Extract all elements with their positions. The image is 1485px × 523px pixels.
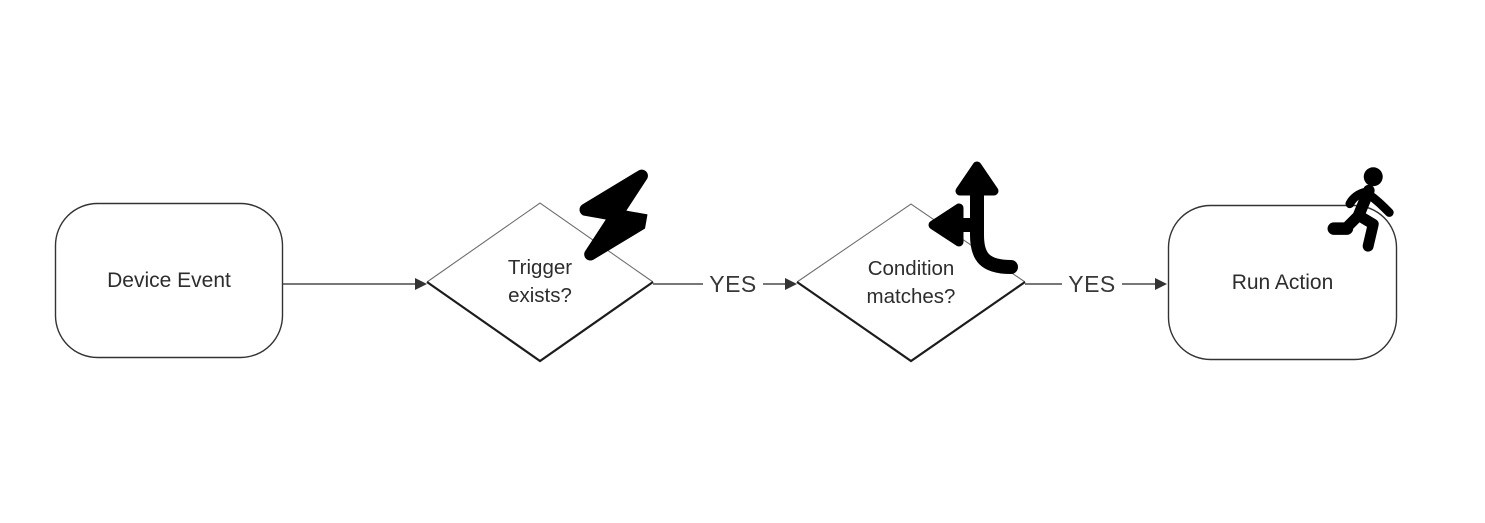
edge-label-yes-2: YES [1062, 267, 1122, 301]
node-trigger-exists-label: Trigger exists? [460, 204, 620, 360]
diamond-edge-bottom [426, 281, 654, 363]
runner-icon [1325, 164, 1401, 264]
edge-label-yes-1: YES [703, 267, 763, 301]
fork-directions-icon [918, 161, 1024, 279]
node-run-action-shape [1167, 204, 1398, 361]
node-run-action-label: Run Action [1231, 270, 1334, 294]
node-device-event-label: Device Event [107, 268, 231, 292]
diamond-edge-bottom [796, 281, 1026, 363]
node-device-event-shape [54, 202, 284, 359]
arrowhead-icon [1155, 278, 1167, 290]
arrowhead-icon [785, 278, 797, 290]
lightning-bolt-icon [565, 158, 655, 269]
node-condition-matches-label: Condition matches? [831, 204, 991, 361]
node-trigger-exists-label-text: Trigger exists? [507, 256, 573, 307]
diamond-edge-top [426, 202, 654, 283]
node-condition-matches-label-text: Condition matches? [866, 256, 956, 308]
arrowhead-icon [415, 278, 427, 290]
